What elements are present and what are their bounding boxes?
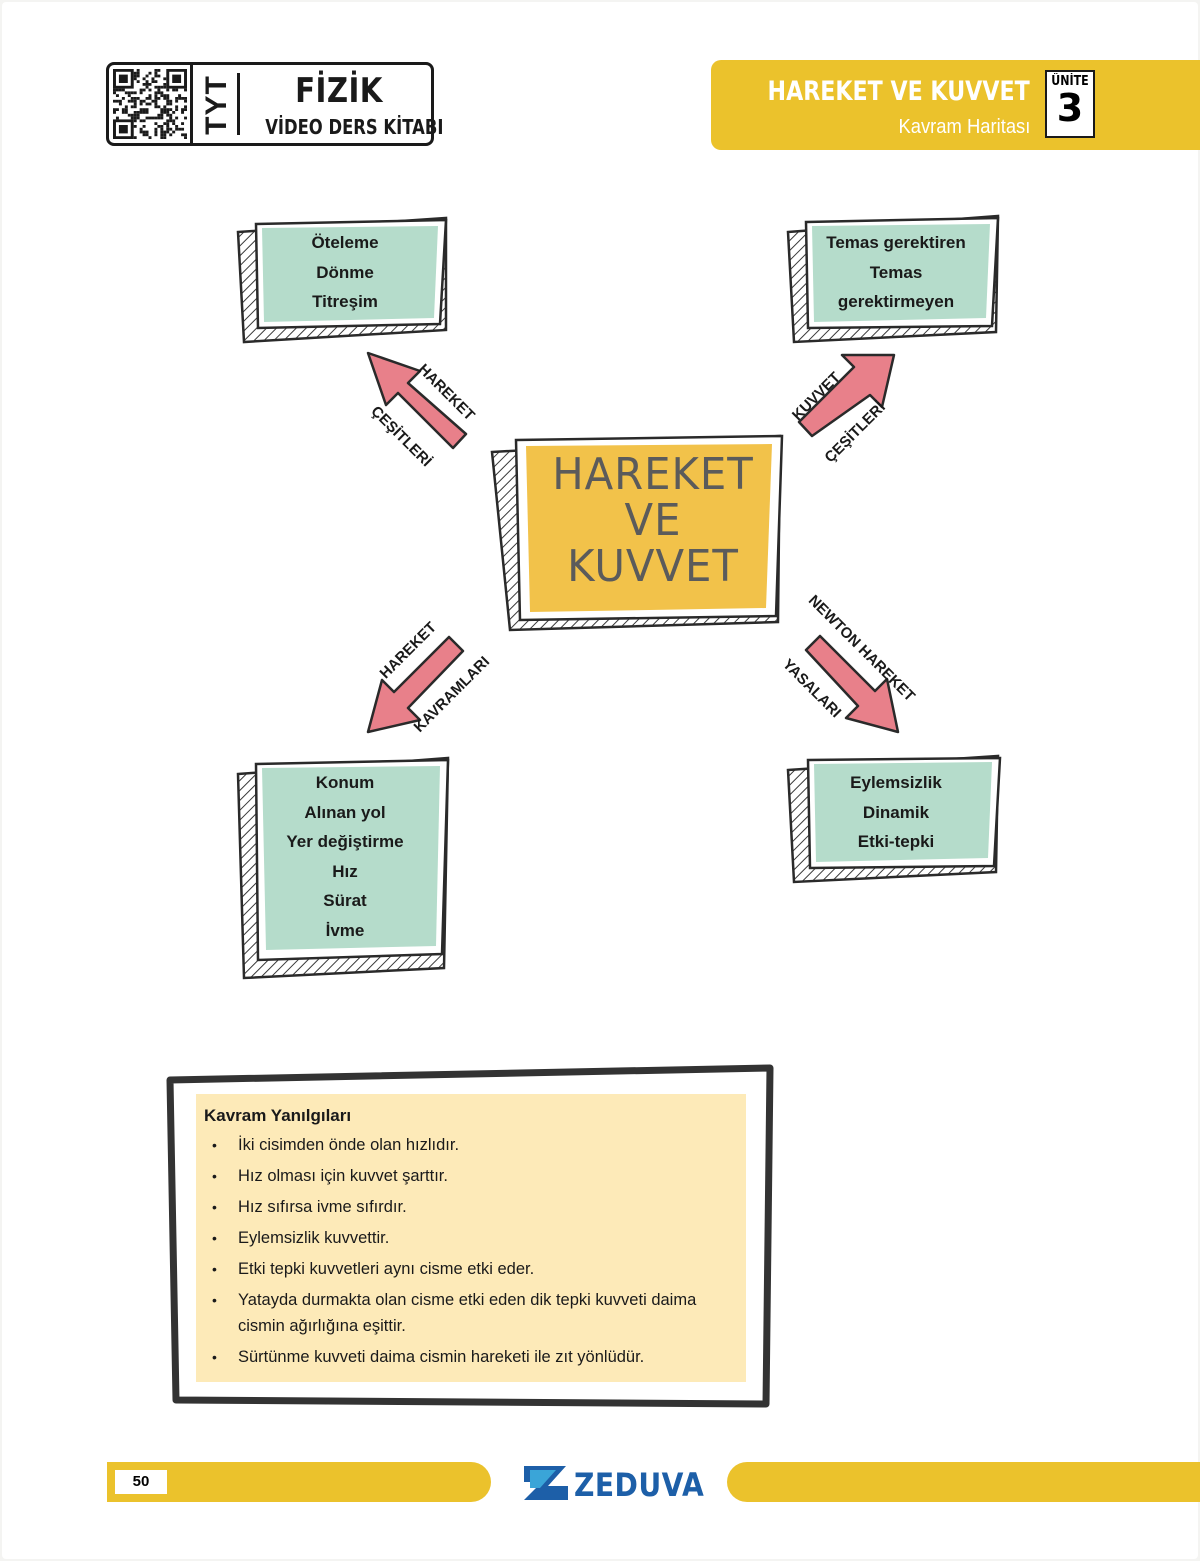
bullet-icon: • bbox=[212, 1168, 217, 1184]
box-bottom-left-text: Konum Alınan yol Yer değiştirme Hız Süra… bbox=[262, 768, 428, 945]
qr-code-icon[interactable] bbox=[109, 65, 193, 143]
center-line: VE bbox=[624, 495, 682, 546]
misconceptions-panel bbox=[196, 1094, 746, 1382]
list-item: • Sürtünme kuvveti daima cismin hareketi … bbox=[206, 1344, 726, 1370]
brand: ZEDUVA bbox=[520, 1462, 704, 1504]
list-item: Temas gerektiren bbox=[826, 233, 966, 252]
footer-band-left: 50 bbox=[107, 1462, 491, 1502]
list-item: • Hız olması için kuvvet şarttır. bbox=[206, 1163, 726, 1189]
list-item: Sürat bbox=[323, 891, 367, 910]
box-bottom-right bbox=[786, 754, 1002, 884]
divider bbox=[237, 73, 240, 135]
list-item: Öteleme bbox=[311, 233, 379, 252]
center-line: KUVVET bbox=[567, 541, 739, 592]
arrow-bottom-right bbox=[804, 634, 900, 734]
bullet-icon: • bbox=[212, 1230, 217, 1246]
list-item: • Yatayda durmakta olan cisme etki eden d… bbox=[206, 1287, 726, 1339]
box-top-right bbox=[786, 214, 1000, 344]
arrow-bottom-left bbox=[366, 635, 465, 734]
list-item: • Etki tepki kuvvetleri aynı cisme etki e… bbox=[206, 1256, 726, 1282]
list-item-text: Eylemsizlik kuvvettir. bbox=[238, 1229, 390, 1247]
chapter-header-band: HAREKET VE KUVVET Kavram Haritası ÜNİTE … bbox=[711, 60, 1200, 150]
list-item: Titreşim bbox=[312, 292, 378, 311]
list-item-text: Hız sıfırsa ivme sıfırdır. bbox=[238, 1198, 407, 1216]
box-top-right-text: Temas gerektiren Temas gerektirmeyen bbox=[812, 228, 980, 317]
list-item: Konum bbox=[315, 773, 375, 792]
list-item-text: Yatayda durmakta olan cisme etki eden di… bbox=[238, 1291, 697, 1335]
list-item: Temas bbox=[869, 262, 923, 282]
bullet-icon: • bbox=[212, 1292, 217, 1308]
list-item-text: Sürtünme kuvveti daima cismin hareketi i… bbox=[238, 1348, 645, 1366]
list-item: Dönme bbox=[316, 262, 374, 282]
list-item: İvme bbox=[325, 920, 365, 940]
list-item: Alınan yol bbox=[304, 802, 386, 822]
bullet-icon: • bbox=[212, 1349, 217, 1365]
arrow-top-right bbox=[797, 353, 896, 438]
center-line: HAREKET bbox=[552, 449, 754, 500]
list-item: • Hız sıfırsa ivme sıfırdır. bbox=[206, 1194, 726, 1220]
unit-number: 3 bbox=[1056, 86, 1084, 130]
list-item: Hız bbox=[332, 861, 358, 881]
unit-badge: ÜNİTE 3 bbox=[1045, 70, 1095, 138]
box-center bbox=[490, 434, 784, 632]
list-item-text: İki cisimden önde olan hızlıdır. bbox=[238, 1136, 460, 1154]
bullet-icon: • bbox=[212, 1261, 217, 1277]
list-item: Etki-tepki bbox=[857, 832, 935, 851]
bullet-icon: • bbox=[212, 1199, 217, 1215]
chapter-title: HAREKET VE KUVVET bbox=[767, 76, 1030, 107]
box-bottom-right-text: Eylemsizlik Dinamik Etki-tepki bbox=[812, 768, 980, 857]
subject-title: FİZİK bbox=[295, 71, 383, 111]
list-item: Eylemsizlik bbox=[850, 773, 942, 792]
box-top-left bbox=[236, 216, 448, 344]
box-bottom-left bbox=[236, 756, 450, 980]
chapter-subtitle: Kavram Haritası bbox=[898, 116, 1030, 138]
footer-band-right bbox=[727, 1462, 1200, 1502]
list-item-text: Hız olması için kuvvet şarttır. bbox=[238, 1167, 448, 1185]
misconceptions-title: Kavram Yanılgıları bbox=[204, 1106, 352, 1125]
center-title: HAREKET VE KUVVET bbox=[540, 452, 766, 590]
list-item: Dinamik bbox=[862, 802, 930, 822]
brand-name: ZEDUVA bbox=[574, 1466, 705, 1504]
misconceptions-list: • İki cisimden önde olan hızlıdır. • Hız o… bbox=[206, 1132, 726, 1375]
book-title-box: TYT FİZİK VİDEO DERS KİTABI bbox=[106, 62, 443, 146]
page-number: 50 bbox=[115, 1470, 167, 1494]
arrow-top-left bbox=[366, 351, 468, 450]
list-item: Yer değiştirme bbox=[286, 832, 404, 851]
zeduva-logo-icon bbox=[524, 1466, 568, 1500]
list-item-text: Etki tepki kuvvetleri aynı cisme etki ed… bbox=[238, 1260, 535, 1278]
list-item: • Eylemsizlik kuvvettir. bbox=[206, 1225, 726, 1251]
list-item: • İki cisimden önde olan hızlıdır. bbox=[206, 1132, 726, 1158]
box-top-left-text: Öteleme Dönme Titreşim bbox=[262, 228, 428, 317]
unit-label: ÜNİTE bbox=[1051, 74, 1089, 89]
list-item: gerektirmeyen bbox=[837, 292, 955, 311]
bullet-icon: • bbox=[212, 1137, 217, 1153]
